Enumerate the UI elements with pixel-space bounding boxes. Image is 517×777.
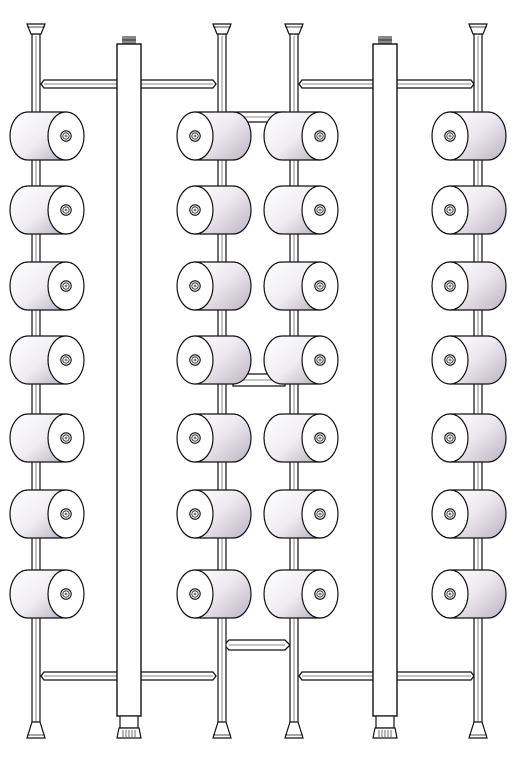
roller-r1-c1 [9, 111, 85, 161]
post-foot [212, 721, 232, 739]
upright-base [375, 715, 395, 729]
roller-axle [193, 592, 197, 596]
roller-axle [193, 134, 197, 138]
roller-r1-c3 [263, 111, 339, 161]
roller-r6-c2 [176, 489, 252, 539]
roller-axle [193, 358, 197, 362]
roller-r3-c1 [9, 261, 85, 311]
roller-r5-c4 [431, 413, 507, 463]
roller-r7-c2 [176, 569, 252, 619]
roller-r3-c3 [263, 261, 339, 311]
roller-axle [448, 208, 452, 212]
roller-r5-c3 [263, 413, 339, 463]
roller-axle [193, 436, 197, 440]
roller-axle [448, 436, 452, 440]
post-top-cap [468, 23, 488, 35]
roller-r6-c3 [263, 489, 339, 539]
roller-r2-c4 [431, 185, 507, 235]
roller-r4-c3 [263, 335, 339, 385]
roller-axle [318, 284, 322, 288]
post-foot [468, 721, 488, 739]
roller-axle [448, 512, 452, 516]
rollers-group [9, 111, 507, 619]
upright-base [119, 715, 139, 729]
roller-axle [64, 284, 68, 288]
roller-r7-c4 [431, 569, 507, 619]
roller-axle [318, 592, 322, 596]
roller-axle [448, 358, 452, 362]
post-top-cap [26, 23, 46, 35]
roller-axle [318, 358, 322, 362]
roller-r4-c1 [9, 335, 85, 385]
roller-axle [64, 208, 68, 212]
roller-r2-c3 [263, 185, 339, 235]
post-foot [26, 721, 46, 739]
roller-axle [193, 208, 197, 212]
roller-r3-c4 [431, 261, 507, 311]
roller-r4-c2 [176, 335, 252, 385]
roller-axle [193, 512, 197, 516]
roller-axle [318, 134, 322, 138]
roller-axle [448, 134, 452, 138]
roller-r7-c3 [263, 569, 339, 619]
roller-axle [318, 436, 322, 440]
roller-r6-c4 [431, 489, 507, 539]
roller-r1-c4 [431, 111, 507, 161]
roller-axle [448, 284, 452, 288]
upright-body [372, 43, 398, 717]
roller-r5-c2 [176, 413, 252, 463]
roller-axle [193, 284, 197, 288]
roller-axle [64, 512, 68, 516]
post-top-cap [212, 23, 232, 35]
roller-axle [448, 592, 452, 596]
roller-r1-c2 [176, 111, 252, 161]
roller-r6-c1 [9, 489, 85, 539]
roller-axle [318, 512, 322, 516]
roller-r5-c1 [9, 413, 85, 463]
upright-2 [372, 36, 398, 739]
uprights-group [116, 36, 398, 739]
roller-r2-c2 [176, 185, 252, 235]
roller-r3-c2 [176, 261, 252, 311]
roller-axle [318, 208, 322, 212]
roller-r7-c1 [9, 569, 85, 619]
roller-axle [64, 436, 68, 440]
upright-1 [116, 36, 142, 739]
cross-bars [40, 79, 475, 681]
roller-axle [64, 358, 68, 362]
post-top-cap [284, 23, 304, 35]
roller-r2-c1 [9, 185, 85, 235]
roller-axle [64, 134, 68, 138]
upright-body [116, 43, 142, 717]
roller-axle [64, 592, 68, 596]
post-foot [284, 721, 304, 739]
roller-r4-c4 [431, 335, 507, 385]
